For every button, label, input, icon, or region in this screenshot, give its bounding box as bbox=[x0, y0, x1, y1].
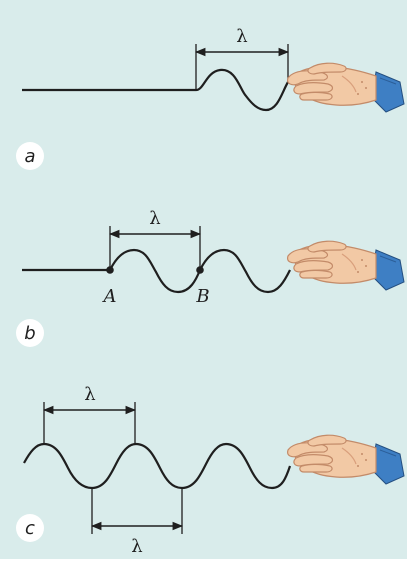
panel-c: λ λ c bbox=[16, 384, 404, 557]
point-a-label: A bbox=[102, 286, 117, 307]
panel-a-lambda-label: λ bbox=[236, 26, 247, 47]
panel-b-hand-icon bbox=[288, 241, 404, 290]
point-b-label: B bbox=[195, 286, 209, 307]
panel-c-top-lambda-label: λ bbox=[84, 384, 95, 405]
panel-b-rope bbox=[22, 250, 290, 292]
panel-a-hand-icon bbox=[288, 63, 404, 112]
panel-a-rope bbox=[22, 70, 288, 110]
panel-b-label: b bbox=[24, 323, 35, 344]
panel-c-label: c bbox=[25, 518, 35, 539]
panel-a: λ a bbox=[16, 26, 404, 170]
panel-b-lambda-label: λ bbox=[149, 208, 160, 229]
panel-b: A B λ b bbox=[16, 208, 404, 347]
panel-c-hand-icon bbox=[288, 435, 404, 484]
panel-c-rope bbox=[24, 444, 290, 488]
panel-a-label: a bbox=[24, 146, 35, 167]
panel-c-bottom-lambda-label: λ bbox=[131, 536, 142, 557]
